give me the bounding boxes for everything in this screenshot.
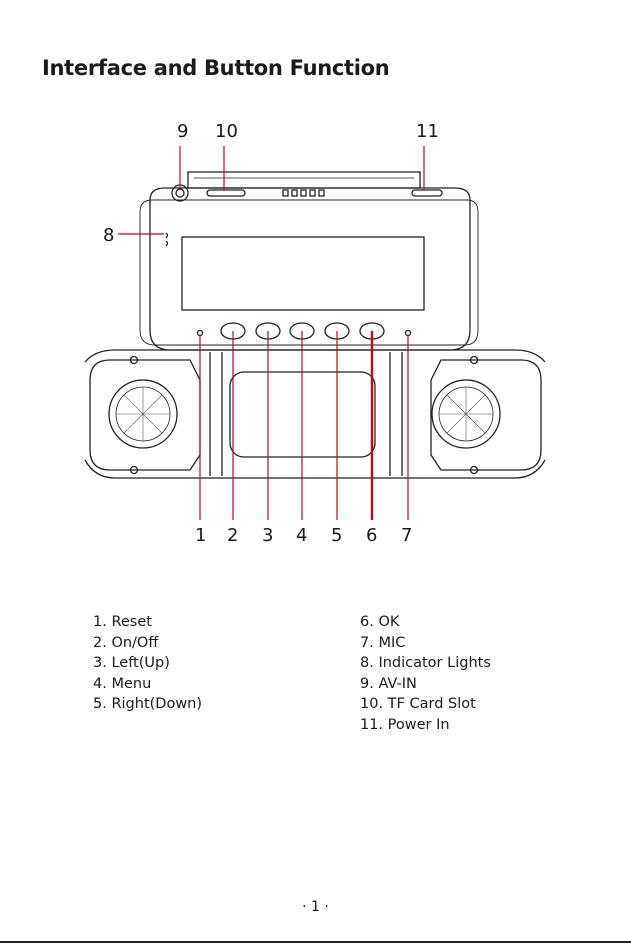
legend-item: 7. MIC xyxy=(360,633,491,654)
callout-5: 5 xyxy=(331,525,342,546)
legend-item: 9. AV-IN xyxy=(360,674,491,695)
legend-item: 4. Menu xyxy=(93,674,202,695)
footer-rule xyxy=(0,941,631,943)
callout-4: 4 xyxy=(296,525,307,546)
legend-item: 10. TF Card Slot xyxy=(360,694,491,715)
callout-11: 11 xyxy=(416,121,439,142)
callout-10: 10 xyxy=(215,121,238,142)
legend-item: 11. Power In xyxy=(360,715,491,736)
callout-3: 3 xyxy=(262,525,273,546)
legend-item: 2. On/Off xyxy=(93,633,202,654)
callout-2: 2 xyxy=(227,525,238,546)
legend-item: 8. Indicator Lights xyxy=(360,653,491,674)
legend-item: 3. Left(Up) xyxy=(93,653,202,674)
legend-left: 1. Reset 2. On/Off 3. Left(Up) 4. Menu 5… xyxy=(93,612,202,715)
callout-1: 1 xyxy=(195,525,206,546)
legend-right: 6. OK 7. MIC 8. Indicator Lights 9. AV-I… xyxy=(360,612,491,736)
page-number: · 1 · xyxy=(0,899,631,915)
callout-7: 7 xyxy=(401,525,412,546)
legend-item: 6. OK xyxy=(360,612,491,633)
callout-8: 8 xyxy=(103,225,114,246)
legend-item: 1. Reset xyxy=(93,612,202,633)
dash-cam-diagram: 9 10 11 8 1 2 3 4 5 6 7 xyxy=(0,110,631,550)
callout-9: 9 xyxy=(177,121,188,142)
callout-6: 6 xyxy=(366,525,377,546)
legend-item: 5. Right(Down) xyxy=(93,694,202,715)
page-title: Interface and Button Function xyxy=(42,56,389,80)
